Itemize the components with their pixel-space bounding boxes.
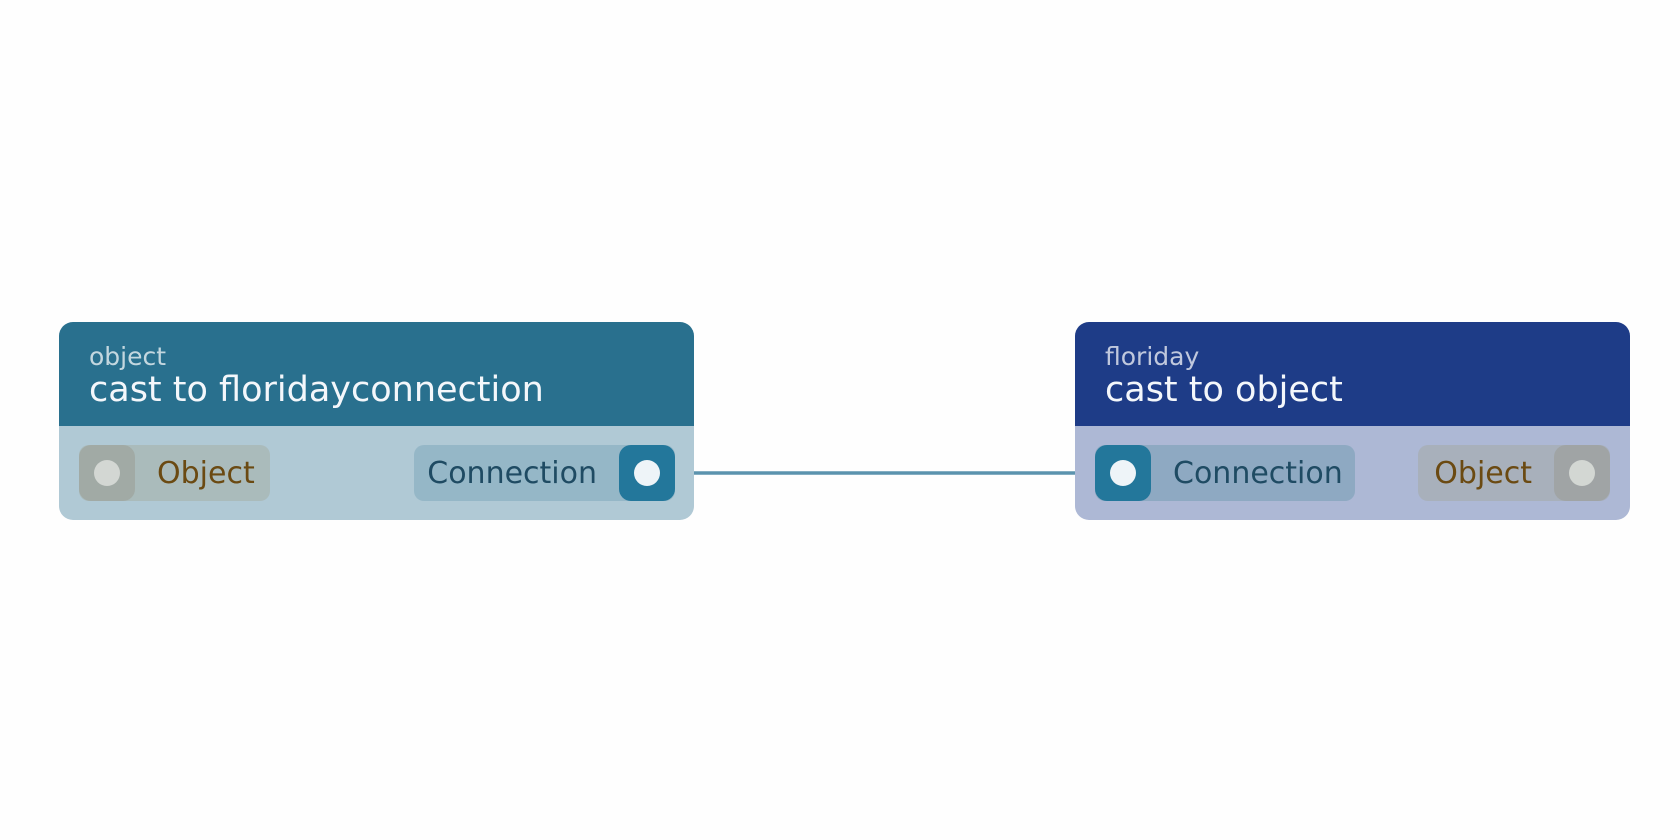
output-pin-connection[interactable]: Connection xyxy=(414,445,675,501)
pin-label: Object xyxy=(1434,455,1532,491)
input-pin-connection[interactable]: Connection xyxy=(1095,445,1355,501)
pin-dot-icon xyxy=(634,460,660,486)
pin-label: Connection xyxy=(427,455,597,491)
node-header[interactable]: floriday cast to object xyxy=(1075,322,1630,426)
pin-dot-icon xyxy=(1569,460,1595,486)
node-category: object xyxy=(89,342,167,371)
input-pin-object[interactable]: Object xyxy=(79,445,270,501)
node-title: cast to floridayconnection xyxy=(89,370,544,410)
pin-label: Object xyxy=(157,455,255,491)
pin-dot-icon xyxy=(1110,460,1136,486)
pin-label: Connection xyxy=(1173,455,1343,491)
node-header[interactable]: object cast to floridayconnection xyxy=(59,322,694,426)
node-cast-to-floridayconnection[interactable]: object cast to floridayconnection Object… xyxy=(59,322,694,520)
node-category: floriday xyxy=(1105,342,1200,371)
pin-socket[interactable] xyxy=(619,445,675,501)
node-title: cast to object xyxy=(1105,370,1343,410)
output-pin-object[interactable]: Object xyxy=(1418,445,1610,501)
pin-dot-icon xyxy=(94,460,120,486)
pin-socket[interactable] xyxy=(1095,445,1151,501)
node-body: Connection Object xyxy=(1075,426,1630,520)
node-body: Object Connection xyxy=(59,426,694,520)
pin-socket[interactable] xyxy=(1554,445,1610,501)
pin-socket[interactable] xyxy=(79,445,135,501)
node-cast-to-object[interactable]: floriday cast to object Connection Objec… xyxy=(1075,322,1630,520)
